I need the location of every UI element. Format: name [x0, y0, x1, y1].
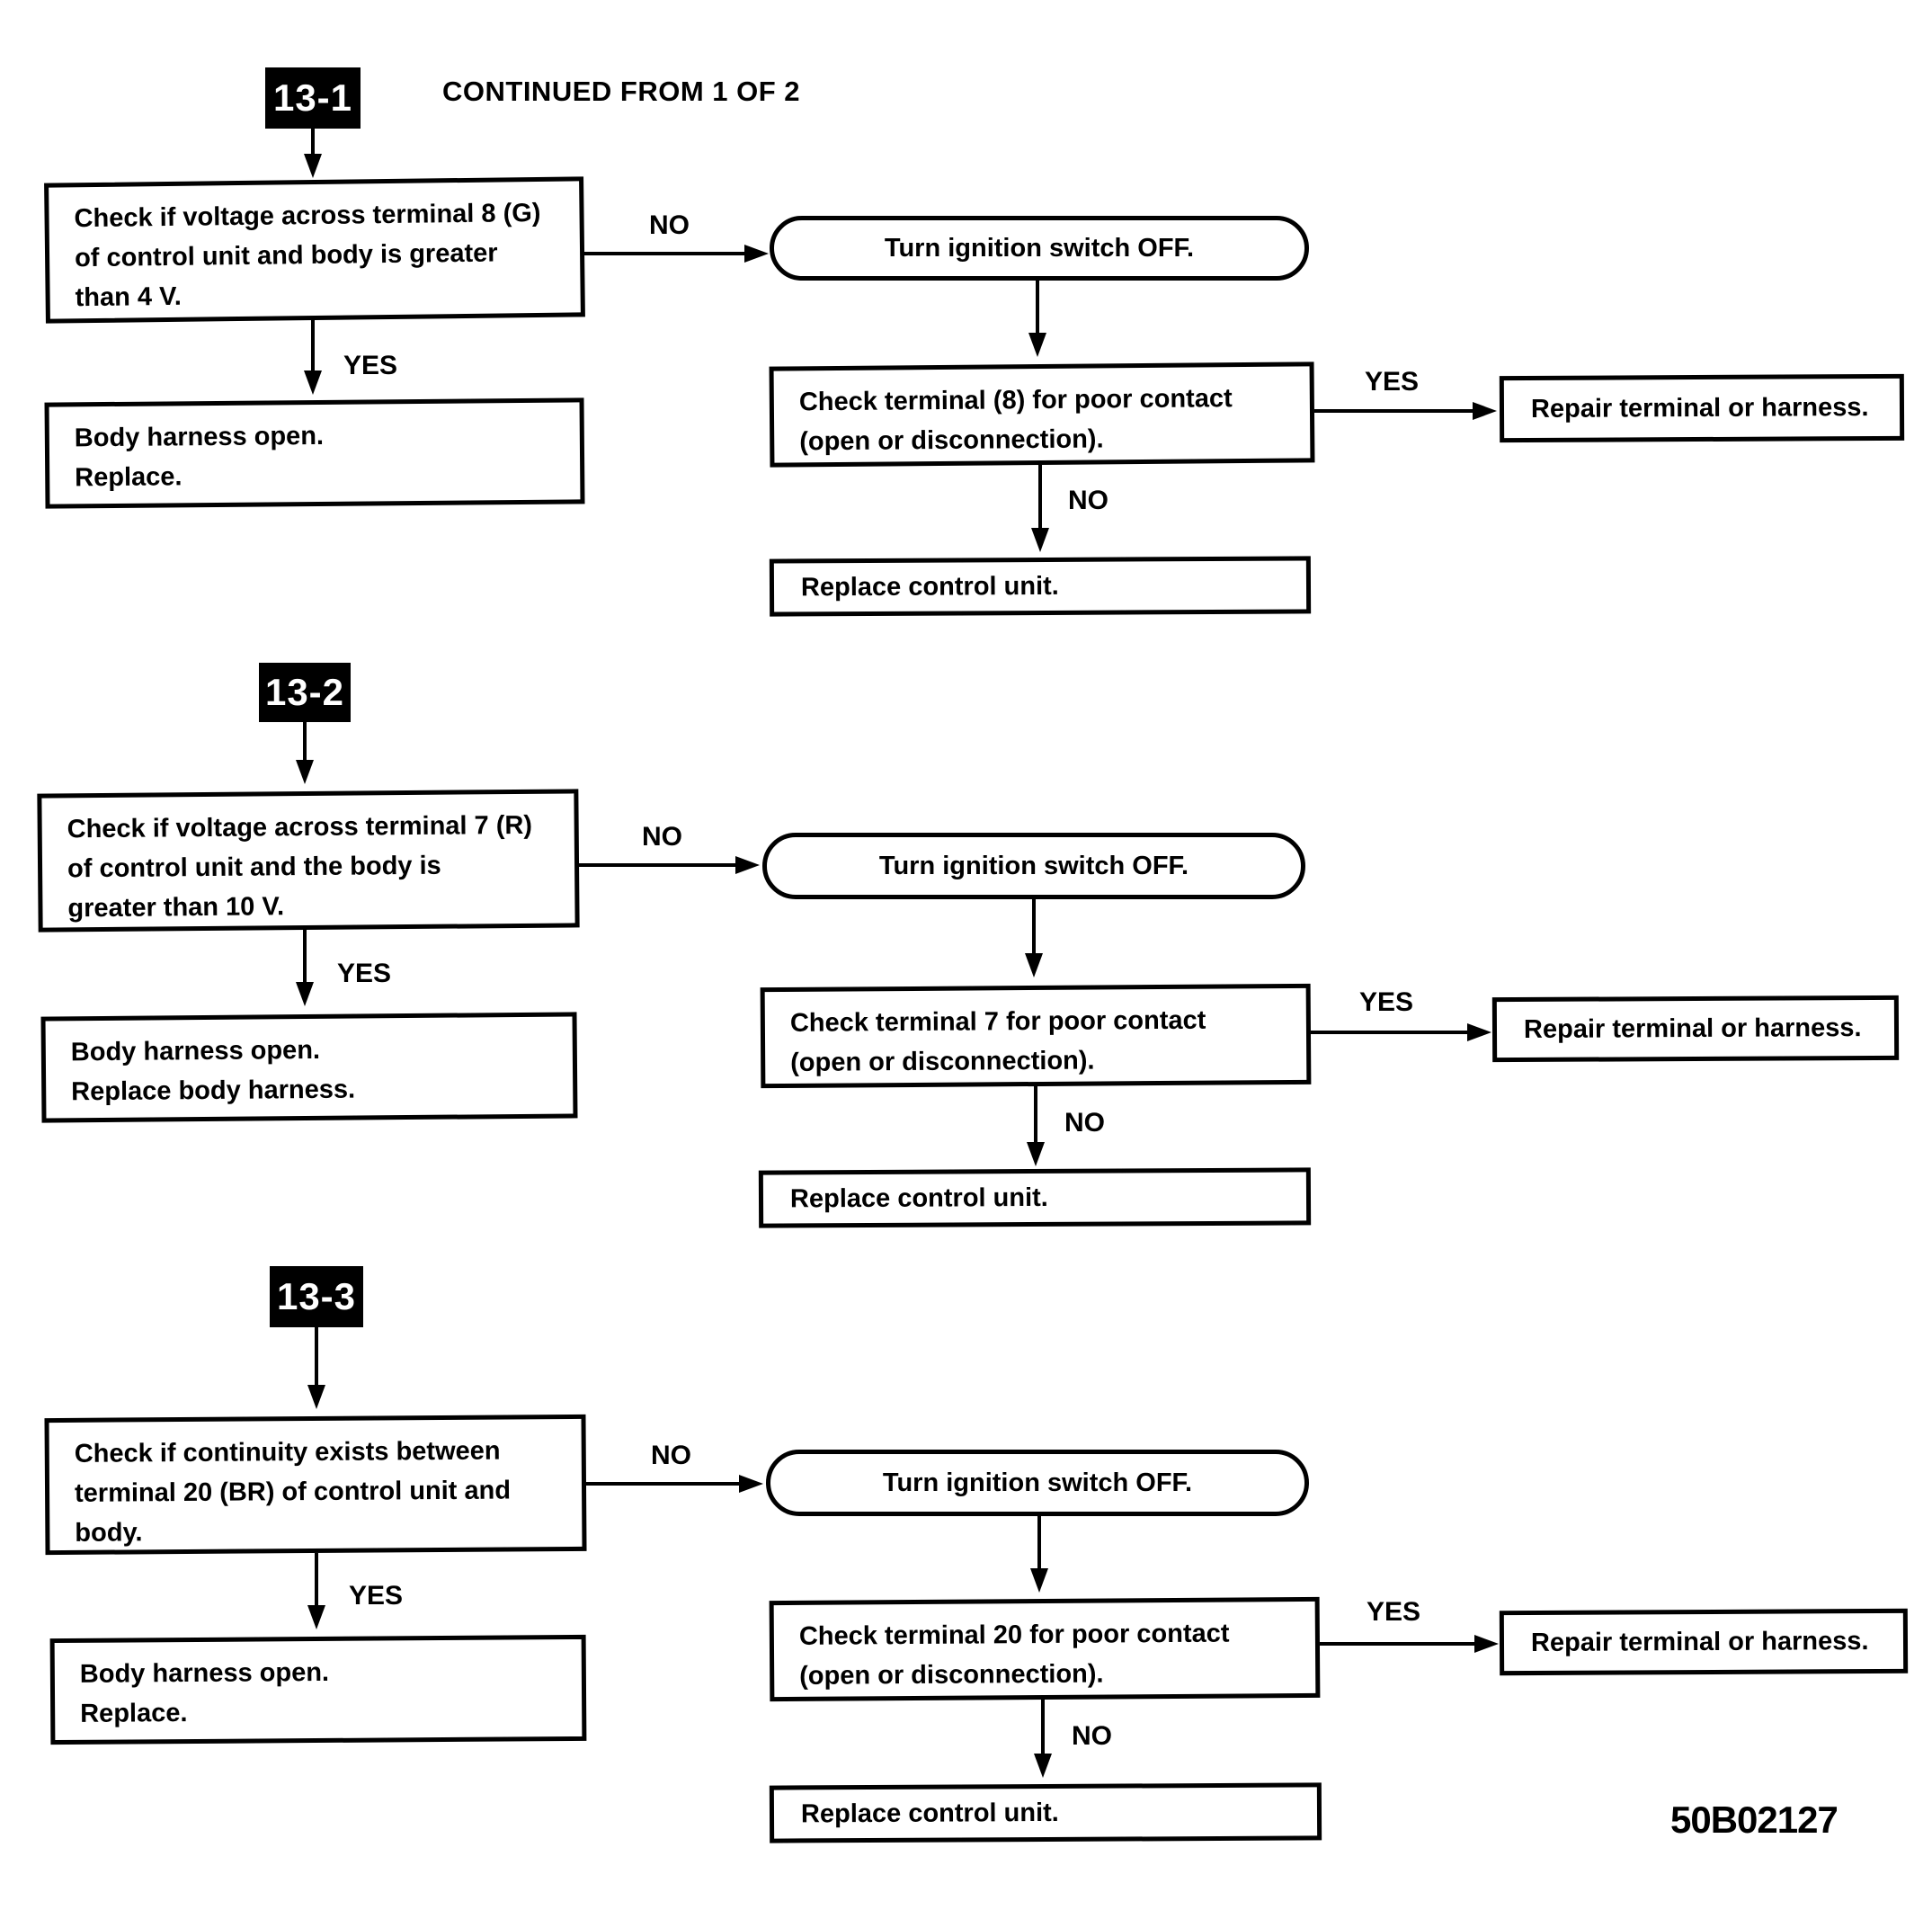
replace-box-13-2: Replace control unit.	[758, 1167, 1312, 1228]
arrowhead-down-icon	[1031, 528, 1049, 552]
terminal-check-box-13-2: Check terminal 7 for poor contact (open …	[760, 983, 1312, 1089]
no-label: NO	[1064, 1108, 1105, 1138]
connector-line	[1037, 1516, 1041, 1570]
arrowhead-right-icon	[1474, 1635, 1499, 1653]
check-text-line: of control unit and the body is	[67, 851, 441, 884]
arrowhead-down-icon	[1028, 333, 1046, 357]
yes-result-box-13-3: Body harness open. Replace.	[49, 1634, 587, 1745]
connector-line	[311, 129, 315, 157]
repair-box-13-1: Repair terminal or harness.	[1499, 373, 1905, 443]
terminal-check-line: (open or disconnection).	[790, 1046, 1095, 1077]
arrowhead-down-icon	[307, 1385, 325, 1409]
check-text-line: terminal 20 (BR) of control unit and	[74, 1476, 512, 1508]
connector-line	[1041, 1700, 1045, 1755]
arrowhead-down-icon	[1034, 1754, 1052, 1778]
result-text-line: Replace body harness.	[71, 1075, 356, 1107]
check-box-13-1: Check if voltage across terminal 8 (G) o…	[44, 176, 585, 324]
connector-line	[311, 320, 315, 372]
connector-line	[584, 252, 748, 255]
check-text-line: greater than 10 V.	[67, 892, 285, 924]
ignition-off-oval-13-1: Turn ignition switch OFF.	[770, 216, 1309, 281]
ignition-off-oval-13-2: Turn ignition switch OFF.	[762, 833, 1305, 899]
no-label: NO	[1068, 486, 1108, 515]
terminal-check-line: Check terminal 20 for poor contact	[798, 1619, 1230, 1651]
terminal-check-line: Check terminal 7 for poor contact	[789, 1005, 1206, 1038]
yes-label: YES	[1359, 987, 1414, 1017]
arrowhead-down-icon	[1025, 953, 1043, 977]
result-text-line: Body harness open.	[74, 421, 325, 453]
check-text-line: Check if voltage across terminal 7 (R)	[67, 810, 533, 844]
connector-line	[303, 930, 307, 984]
check-text-line: Check if continuity exists between	[74, 1436, 501, 1468]
check-text-line: than 4 V.	[75, 281, 183, 313]
ignition-off-oval-13-3: Turn ignition switch OFF.	[766, 1450, 1309, 1516]
terminal-check-line: (open or disconnection).	[799, 1659, 1104, 1691]
connector-line	[303, 722, 307, 762]
connector-line	[1038, 465, 1042, 530]
repair-box-13-3: Repair terminal or harness.	[1499, 1608, 1909, 1676]
yes-label: YES	[337, 959, 392, 988]
connector-line	[1032, 899, 1036, 955]
connector-line	[315, 1327, 318, 1387]
result-text-line: Replace.	[75, 462, 183, 493]
yes-result-box-13-2: Body harness open. Replace body harness.	[40, 1012, 578, 1123]
section-tag-13-3: 13-3	[270, 1266, 363, 1327]
connector-line	[1320, 1642, 1478, 1646]
yes-label: YES	[1365, 367, 1420, 397]
section-tag-13-1: 13-1	[265, 67, 361, 129]
arrowhead-right-icon	[744, 245, 769, 263]
check-text-line: of control unit and body is greater	[74, 238, 498, 273]
terminal-check-line: (open or disconnection).	[799, 424, 1104, 457]
check-text-line: body.	[75, 1518, 143, 1548]
section-tag-13-2: 13-2	[259, 663, 351, 722]
yes-label: YES	[343, 351, 398, 380]
no-label: NO	[651, 1441, 691, 1470]
arrowhead-down-icon	[1027, 1142, 1045, 1166]
terminal-check-box-13-1: Check terminal (8) for poor contact (ope…	[769, 361, 1315, 468]
arrowhead-down-icon	[304, 154, 322, 178]
check-box-13-2: Check if voltage across terminal 7 (R) o…	[37, 789, 580, 933]
yes-label: YES	[349, 1581, 404, 1611]
no-label: NO	[1072, 1721, 1112, 1751]
result-text-line: Body harness open.	[79, 1657, 330, 1689]
connector-line	[315, 1553, 318, 1607]
arrowhead-right-icon	[1467, 1023, 1491, 1041]
connector-line	[1311, 1031, 1471, 1034]
arrowhead-down-icon	[1030, 1568, 1048, 1593]
no-label: NO	[642, 822, 682, 852]
result-text-line: Body harness open.	[70, 1035, 321, 1067]
arrowhead-down-icon	[304, 370, 322, 395]
yes-label: YES	[1367, 1597, 1421, 1627]
connector-line	[579, 863, 739, 867]
connector-line	[1034, 1086, 1037, 1144]
replace-box-13-1: Replace control unit.	[769, 556, 1312, 617]
yes-result-box-13-1: Body harness open. Replace.	[44, 397, 585, 509]
arrowhead-down-icon	[296, 982, 314, 1006]
connector-line	[586, 1482, 744, 1486]
result-text-line: Replace.	[80, 1699, 188, 1728]
repair-box-13-2: Repair terminal or harness.	[1491, 995, 1900, 1063]
arrowhead-right-icon	[735, 856, 760, 874]
document-code: 50B02127	[1670, 1798, 1839, 1841]
check-text-line: Check if voltage across terminal 8 (G)	[74, 198, 541, 234]
no-label: NO	[649, 210, 690, 240]
connector-line	[1036, 281, 1039, 335]
arrowhead-down-icon	[296, 760, 314, 784]
continued-from-heading: CONTINUED FROM 1 OF 2	[442, 76, 801, 107]
check-box-13-3: Check if continuity exists between termi…	[44, 1414, 587, 1556]
terminal-check-box-13-3: Check terminal 20 for poor contact (open…	[769, 1596, 1321, 1702]
arrowhead-right-icon	[739, 1475, 763, 1493]
replace-box-13-3: Replace control unit.	[769, 1782, 1322, 1843]
terminal-check-line: Check terminal (8) for poor contact	[798, 384, 1233, 417]
arrowhead-right-icon	[1473, 402, 1497, 420]
connector-line	[1314, 409, 1476, 413]
arrowhead-down-icon	[307, 1605, 325, 1629]
